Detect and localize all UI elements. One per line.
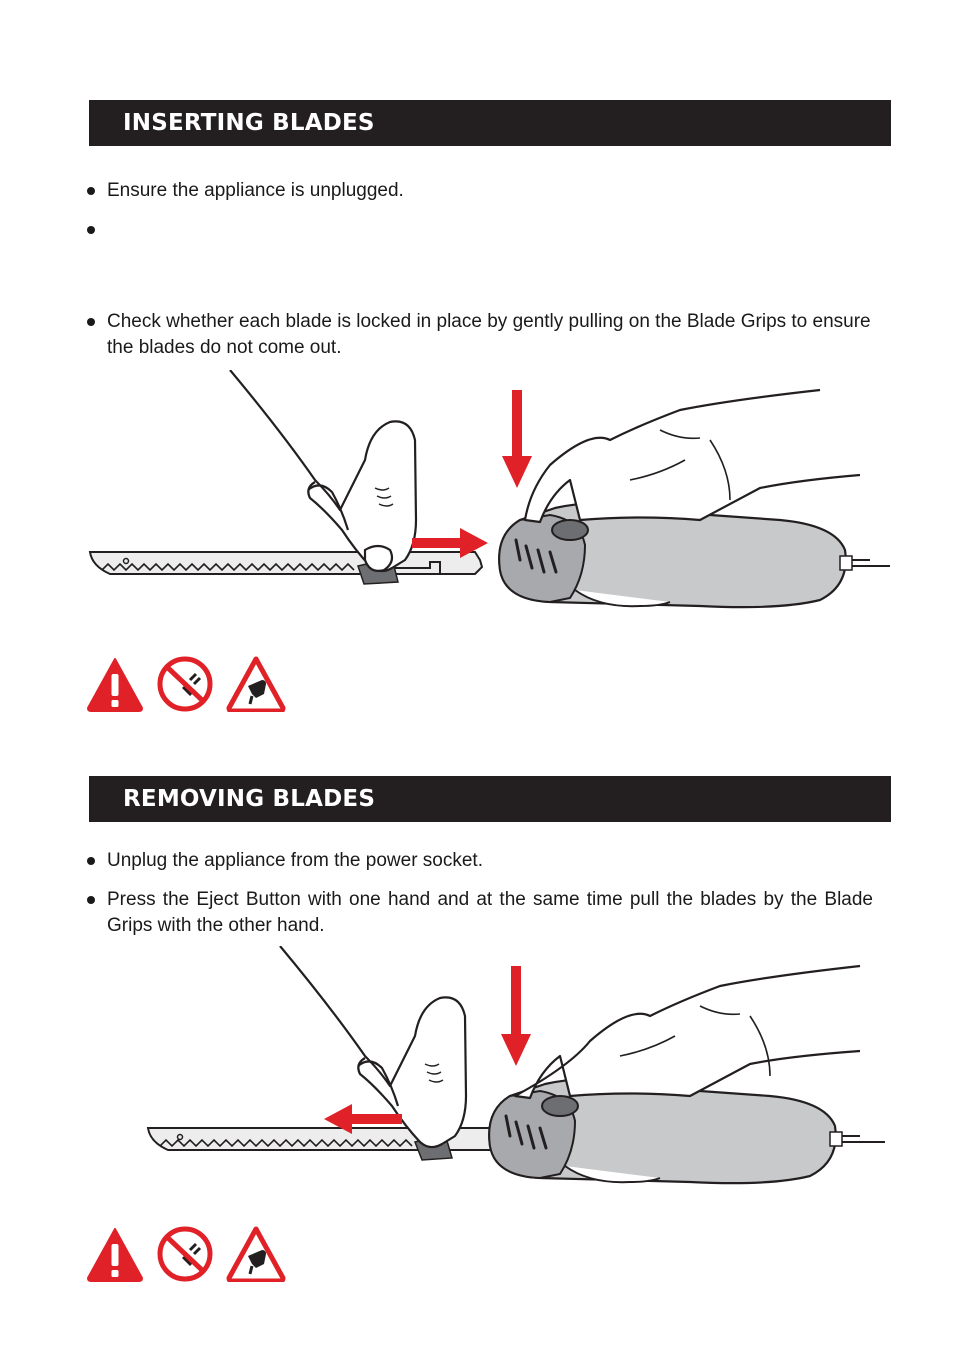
right-hand-icon [523, 388, 861, 608]
no-plug-icon [157, 656, 213, 712]
list-item: Ensure the appliance is unplugged. [86, 178, 892, 204]
inserting-blade-illustration [88, 370, 890, 609]
bullet-dot [87, 896, 95, 904]
bullet-dot [87, 318, 95, 326]
electric-knife-body-icon [488, 1078, 885, 1185]
section-title-removing-blades: REMOVING BLADES [89, 776, 891, 822]
hand-caution-icon [226, 656, 286, 712]
arrow-down-icon [502, 390, 532, 488]
bullet-dot [87, 187, 95, 195]
warning-triangle-icon [87, 658, 143, 712]
list-item: Unplug the appliance from the power sock… [86, 848, 892, 874]
right-hand-icon [513, 964, 861, 1184]
step-text: Check whether each blade is locked in pl… [107, 311, 871, 358]
step-text: Ensure the appliance is unplugged. [107, 180, 404, 201]
warning-icons-row [86, 656, 286, 712]
list-item [86, 217, 892, 243]
arrow-left-icon [324, 1104, 402, 1134]
removing-steps-list: Unplug the appliance from the power sock… [86, 848, 892, 939]
arrow-right-icon [412, 528, 488, 558]
removing-blade-illustration [146, 946, 885, 1185]
left-hand-icon [279, 946, 468, 1149]
bullet-dot [87, 226, 95, 234]
hand-caution-icon [226, 1226, 286, 1282]
bullet-dot [87, 857, 95, 865]
step-text: Press the Eject Button with one hand and… [107, 889, 873, 936]
section-title-inserting-blades: INSERTING BLADES [89, 100, 891, 146]
list-item: Check whether each blade is locked in pl… [86, 309, 892, 361]
step-text: Unplug the appliance from the power sock… [107, 850, 483, 871]
list-item: Press the Eject Button with one hand and… [86, 887, 873, 939]
left-hand-icon [229, 370, 418, 573]
warning-icons-row [86, 1226, 286, 1282]
knife-blade-icon [88, 551, 484, 585]
inserting-steps-list: Ensure the appliance is unplugged. Check… [86, 178, 892, 361]
electric-knife-body-icon [498, 502, 890, 609]
no-plug-icon [157, 1226, 213, 1282]
warning-triangle-icon [87, 1228, 143, 1282]
arrow-down-icon [501, 966, 531, 1066]
